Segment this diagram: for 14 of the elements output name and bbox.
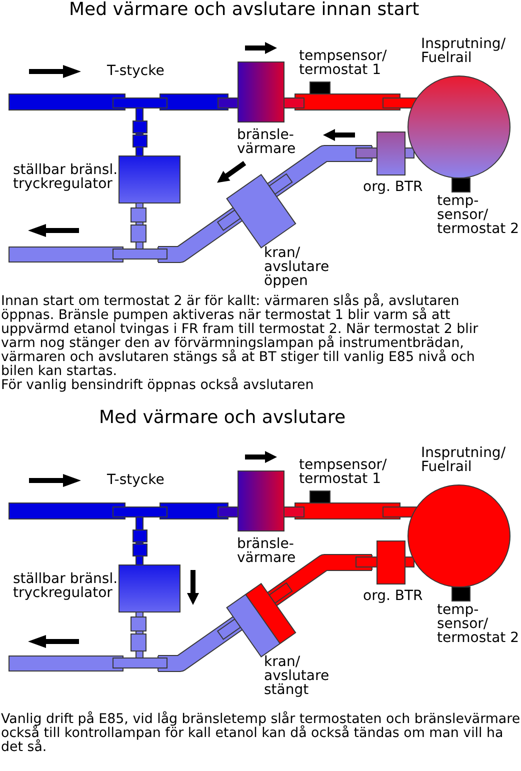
part-label: bränsle- värmare xyxy=(237,128,297,156)
part-label: T-stycke xyxy=(107,64,164,78)
part-label: ställbar bränsl. tryckregulator xyxy=(13,572,119,600)
description-paragraph: Vanlig drift på E85, vid låg bränsletemp slår termostaten och bränslevärmare också till kontrollampan för kall etanol kan då också tändas om man vill ha det så. xyxy=(1,713,521,755)
diagram-title: Med värmare och avslutare innan start xyxy=(69,0,420,21)
part-label: ställbar bränsl. tryckregulator xyxy=(13,163,119,191)
part-label: Insprutning/ Fuelrail xyxy=(421,37,507,65)
part-label: bränsle- värmare xyxy=(237,537,297,565)
section-heading: Med värmare och avslutare xyxy=(99,407,346,429)
description-paragraph: För vanlig bensindrift öppnas också avslutaren xyxy=(1,379,315,393)
part-label: temp- sensor/ termostat 2 xyxy=(437,603,520,645)
part-label: kran/ avslutare stängt xyxy=(264,655,330,697)
part-label: T-stycke xyxy=(107,473,164,487)
part-label: tempsensor/ termostat 1 xyxy=(299,49,388,77)
